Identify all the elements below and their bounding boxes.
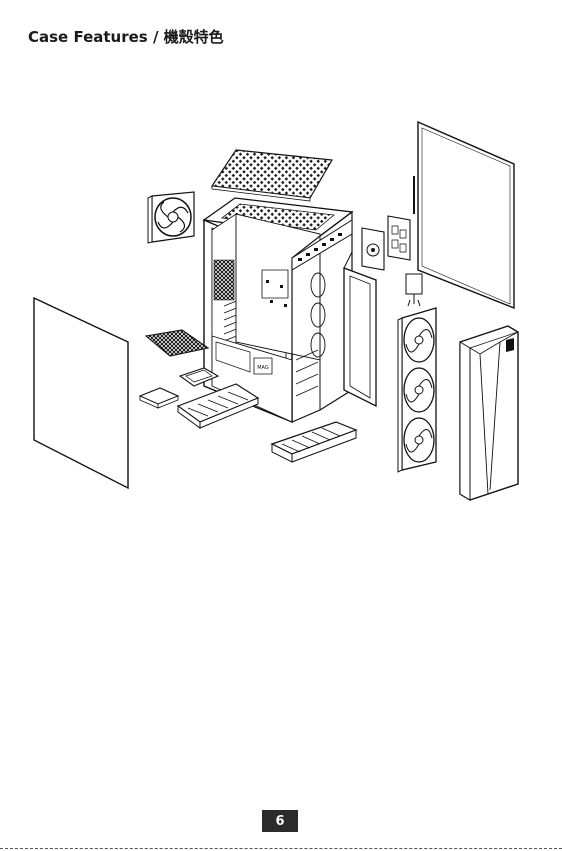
- top-dust-filter: [212, 150, 332, 201]
- front-fan-stack: [398, 308, 436, 472]
- hdd-cage-small: [178, 384, 258, 428]
- ssd-drive: [140, 388, 178, 408]
- hdd-cage-large: [272, 422, 356, 462]
- footer-divider: [0, 848, 562, 850]
- shroud-logo-text: MAG: [257, 365, 269, 371]
- rear-fan: [148, 192, 194, 243]
- fan-hub-controller: [406, 274, 422, 306]
- page-number-badge: 6: [262, 810, 298, 832]
- right-side-panel: [414, 122, 514, 308]
- left-side-panel: [34, 298, 128, 488]
- front-door: [344, 252, 376, 406]
- psu-dust-filter: [146, 330, 208, 356]
- exploded-case-diagram: MAG: [0, 110, 562, 520]
- front-panel: [460, 326, 518, 500]
- page-title: Case Features / 機殼特色: [28, 26, 224, 47]
- mount-bracket: [362, 216, 410, 270]
